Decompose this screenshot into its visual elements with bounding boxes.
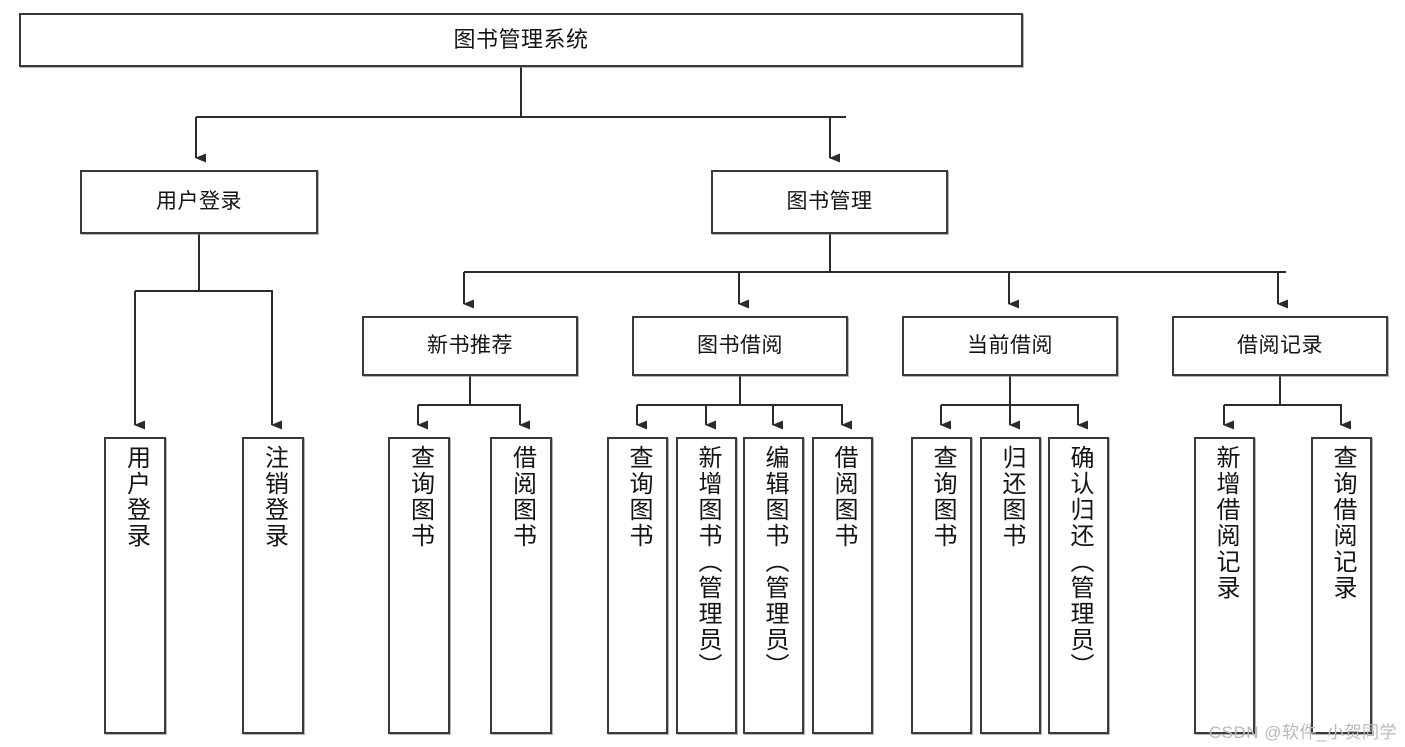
node-label-leaf-current-query-book: 查询图书 [928,445,956,549]
node-book-management[interactable]: 图书管理 [711,170,948,234]
node-leaf-current-confirm-return-admin[interactable]: 确认归还（管理员） [1048,437,1109,734]
node-label-user-login: 用户登录 [156,190,242,214]
node-leaf-user-login-login[interactable]: 用户登录 [104,437,166,734]
node-leaf-new-book-borrow[interactable]: 借阅图书 [490,437,552,734]
node-label-leaf-borrow-edit-book-admin: 编辑图书（管理员） [760,445,788,679]
node-new-book-recommend[interactable]: 新书推荐 [362,316,578,376]
node-label-root: 图书管理系统 [453,26,589,52]
node-label-new-book-recommend: 新书推荐 [427,334,513,358]
node-label-current-borrow: 当前借阅 [967,334,1053,358]
node-current-borrow[interactable]: 当前借阅 [902,316,1118,376]
node-leaf-borrow-edit-book-admin[interactable]: 编辑图书（管理员） [743,437,804,734]
node-label-leaf-current-confirm-return-admin: 确认归还（管理员） [1065,445,1093,679]
node-label-book-borrow: 图书借阅 [697,334,783,358]
node-label-leaf-borrow-query-book: 查询图书 [624,445,652,549]
node-leaf-current-query-book[interactable]: 查询图书 [911,437,972,734]
node-leaf-new-book-query[interactable]: 查询图书 [388,437,450,734]
node-label-leaf-record-query-record: 查询借阅记录 [1328,445,1356,601]
node-label-leaf-user-login-logout: 注销登录 [260,445,288,549]
node-borrow-record[interactable]: 借阅记录 [1172,316,1388,376]
node-label-leaf-user-login-login: 用户登录 [122,445,150,549]
node-label-leaf-borrow-borrow-book: 借阅图书 [829,445,857,549]
node-root-book-management-system[interactable]: 图书管理系统 [19,13,1023,67]
node-label-borrow-record: 借阅记录 [1237,334,1323,358]
node-leaf-record-add-record[interactable]: 新增借阅记录 [1194,437,1255,734]
node-leaf-current-return-book[interactable]: 归还图书 [980,437,1041,734]
node-label-leaf-record-add-record: 新增借阅记录 [1211,445,1239,601]
node-leaf-record-query-record[interactable]: 查询借阅记录 [1311,437,1372,734]
node-label-leaf-borrow-add-book-admin: 新增图书（管理员） [693,445,721,679]
node-label-leaf-current-return-book: 归还图书 [997,445,1025,549]
node-leaf-borrow-add-book-admin[interactable]: 新增图书（管理员） [676,437,737,734]
node-book-borrow[interactable]: 图书借阅 [632,316,848,376]
node-leaf-borrow-query-book[interactable]: 查询图书 [607,437,668,734]
node-user-login[interactable]: 用户登录 [80,170,318,234]
node-label-leaf-new-book-borrow: 借阅图书 [508,445,536,549]
csdn-watermark: CSDN @软件_小贺同学 [1208,723,1397,742]
node-leaf-user-login-logout[interactable]: 注销登录 [242,437,304,734]
node-label-book-management: 图书管理 [786,190,873,214]
node-leaf-borrow-borrow-book[interactable]: 借阅图书 [812,437,873,734]
node-label-leaf-new-book-query: 查询图书 [406,445,434,549]
